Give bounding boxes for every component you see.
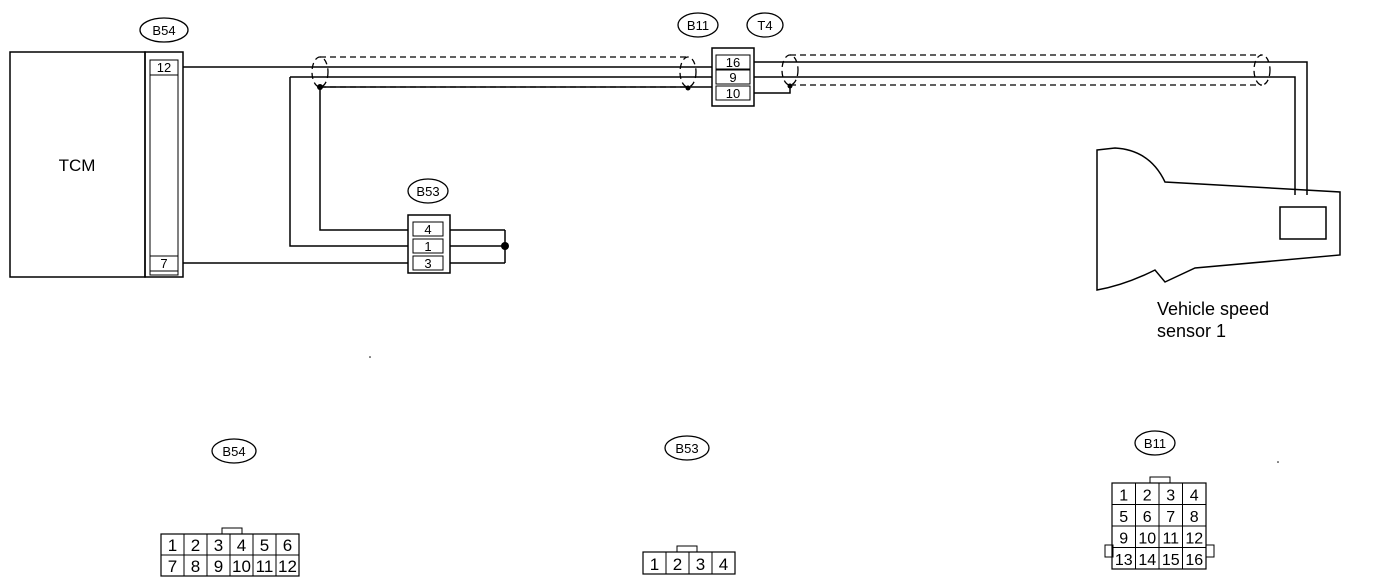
b53-face-pin-3: 3 xyxy=(696,555,705,574)
b11-face-pin-16: 16 xyxy=(1185,552,1203,569)
b54-face-pin-1: 1 xyxy=(168,536,177,555)
wiring xyxy=(183,61,1308,264)
b54-face-pin-11: 11 xyxy=(256,557,274,576)
b53-pin-1: 1 xyxy=(424,239,431,254)
b11-t4-connector: B11 T4 16 9 10 xyxy=(677,12,784,107)
tcm-label: TCM xyxy=(59,156,96,175)
junction-pin-16: 16 xyxy=(726,55,740,70)
b54-face-pin-10: 10 xyxy=(232,557,251,576)
b54-tag-label: B54 xyxy=(152,23,175,38)
b53-pin-3: 3 xyxy=(424,256,431,271)
b54-face-pin-3: 3 xyxy=(214,536,223,555)
ground-splice-dot xyxy=(501,242,509,250)
b11-face-pin-4: 4 xyxy=(1190,488,1199,505)
b11-face-label: B11 xyxy=(1144,436,1166,451)
b11-face-pin-11: 11 xyxy=(1162,531,1179,548)
b11-face-pin-14: 14 xyxy=(1138,552,1156,569)
b54-face-pin-4: 4 xyxy=(237,536,246,555)
b11-face-pin-6: 6 xyxy=(1143,509,1152,526)
b54-face-pin-6: 6 xyxy=(283,536,292,555)
b11-face-pin-2: 2 xyxy=(1143,488,1152,505)
b54-face-pin-7: 7 xyxy=(168,557,177,576)
junction-pin-10: 10 xyxy=(726,86,740,101)
b53-connector: B53 4 1 3 xyxy=(407,178,451,274)
b53-face-pin-cell xyxy=(711,551,736,575)
b11-face-pin-5: 5 xyxy=(1119,509,1128,526)
b54-face-pin-12: 12 xyxy=(278,557,297,576)
sensor-label-line1: Vehicle speed xyxy=(1157,299,1269,319)
b54-connector-tag: B54 xyxy=(139,17,189,43)
shield-left xyxy=(311,56,697,88)
b11-face-pin-7: 7 xyxy=(1166,509,1175,526)
b11-face-pin-8: 8 xyxy=(1190,509,1199,526)
transmission-housing xyxy=(1096,147,1341,291)
b54-connector-strip xyxy=(144,51,184,278)
b54-face-label: B54 xyxy=(222,444,245,459)
b11-face-pin-12: 12 xyxy=(1185,531,1203,548)
t4-tag-label: T4 xyxy=(757,18,772,33)
b11-face-pin-9: 9 xyxy=(1119,531,1128,548)
junction-pin-9: 9 xyxy=(729,70,736,85)
tcm-unit: TCM 12 7 xyxy=(9,51,184,278)
b53-face-pin-2: 2 xyxy=(673,555,682,574)
b54-face-pin-8: 8 xyxy=(191,557,200,576)
shield-right xyxy=(781,54,1271,86)
b11-tag-label: B11 xyxy=(687,18,709,33)
b11-face-pin-13: 13 xyxy=(1115,552,1133,569)
b54-face-pin-2: 2 xyxy=(191,536,200,555)
b11-face-pin-cell xyxy=(1182,547,1207,570)
b54-face-pin-cell xyxy=(275,554,300,577)
splice-dot xyxy=(317,84,323,90)
b11-face-pin-10: 10 xyxy=(1138,531,1156,548)
b53-face-pin-4: 4 xyxy=(719,555,728,574)
b11-face-pin-3: 3 xyxy=(1166,488,1175,505)
b53-face-label: B53 xyxy=(675,441,698,456)
b11-face-pin-1: 1 xyxy=(1119,488,1128,505)
b54-pin-12-label: 12 xyxy=(157,60,171,75)
b11-face-pin-15: 15 xyxy=(1162,552,1180,569)
b53-pin-4: 4 xyxy=(424,222,431,237)
b54-face-pin-9: 9 xyxy=(214,557,223,576)
b54-face-pin-5: 5 xyxy=(260,536,269,555)
b53-face-pin-1: 1 xyxy=(650,555,659,574)
b53-tag-label: B53 xyxy=(416,184,439,199)
b54-pin-7-label: 7 xyxy=(160,256,167,271)
speed-sensor-box xyxy=(1279,206,1327,240)
sensor-label-line2: sensor 1 xyxy=(1157,321,1226,341)
